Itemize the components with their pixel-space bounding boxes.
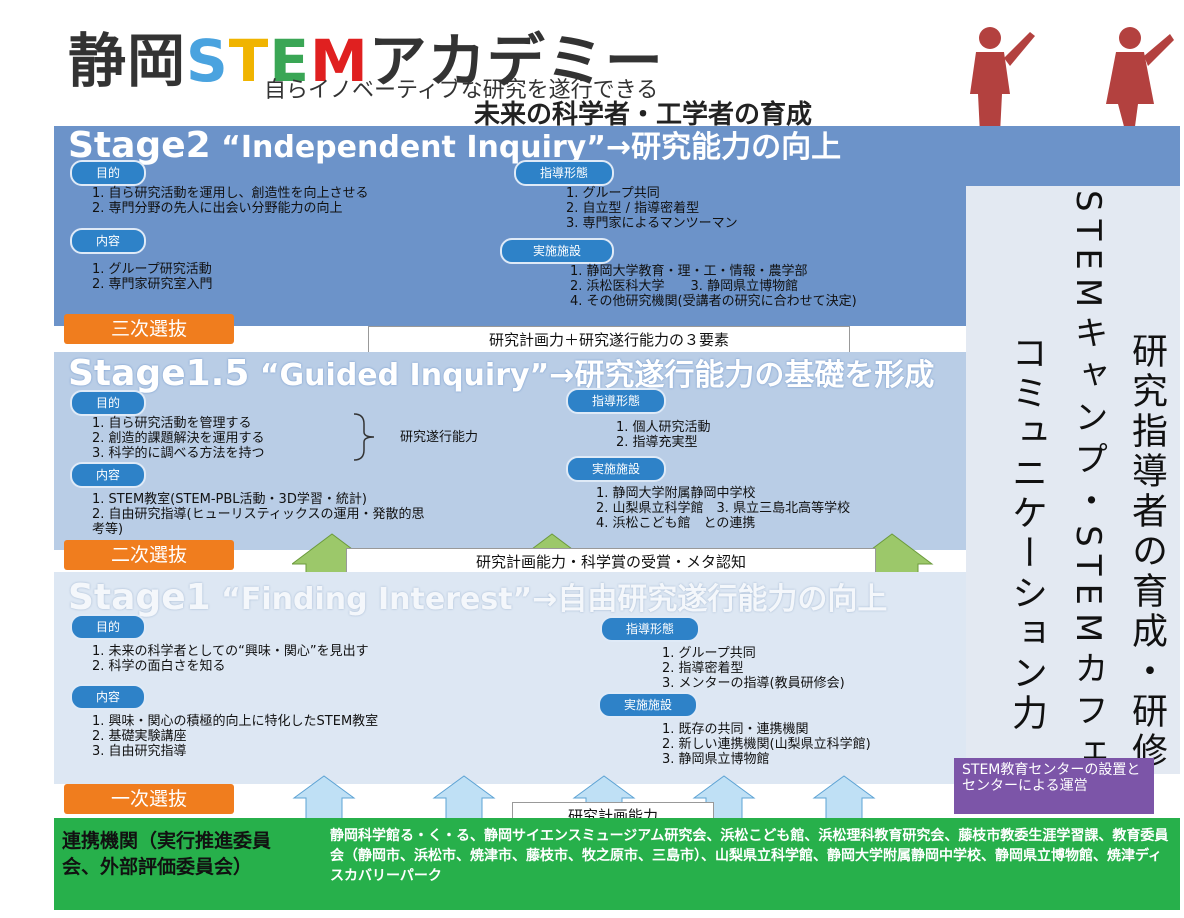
stage15-title: Stage1.5 “Guided Inquiry”→研究遂行能力の基礎を形成 bbox=[68, 353, 935, 394]
stage15-content-pill: 内容 bbox=[70, 462, 146, 488]
center-box: STEM教育センターの設置とセンターによる運営 bbox=[954, 758, 1154, 814]
banner-stage15: 研究計画能力・科学賞の受賞・メタ認知 bbox=[346, 548, 876, 576]
people-silhouette-icon bbox=[970, 27, 1174, 134]
page-title: 静岡STEMアカデミー bbox=[68, 27, 664, 95]
selection-first: 一次選抜 bbox=[64, 784, 234, 814]
side-panel bbox=[966, 186, 1180, 774]
stage2-facility-pill: 実施施設 bbox=[500, 238, 614, 264]
stage15-panel bbox=[54, 352, 1014, 550]
selection-third: 三次選抜 bbox=[64, 314, 234, 344]
stage2-form-pill: 指導形態 bbox=[514, 160, 614, 186]
brace-label: 研究遂行能力 bbox=[400, 430, 479, 445]
brace-icon bbox=[353, 413, 375, 461]
side-col-training: 研究指導者の育成・研修 bbox=[1126, 332, 1167, 772]
stage1-facility-pill: 実施施設 bbox=[598, 692, 698, 718]
stage2-content-pill: 内容 bbox=[70, 228, 146, 254]
stage15-purpose-pill: 目的 bbox=[70, 390, 146, 416]
stage1-title: Stage1 “Finding Interest”→自由研究遂行能力の向上 bbox=[68, 577, 888, 618]
side-col-stem-camp: STEMキャンプ・STEMカフェ bbox=[1068, 190, 1108, 777]
partner-panel bbox=[54, 818, 1180, 910]
side-col-communication: コミュニケーション力 bbox=[1006, 334, 1047, 734]
stage1-form-pill: 指導形態 bbox=[600, 616, 700, 642]
stage1-panel bbox=[54, 572, 1014, 784]
stage1-content-pill: 内容 bbox=[70, 684, 146, 710]
subtitle-line1: 自らイノベーティブな研究を遂行できる bbox=[264, 78, 659, 103]
stage1-purpose-pill: 目的 bbox=[70, 614, 146, 640]
stage15-form-pill: 指導形態 bbox=[566, 388, 666, 414]
stage15-facility-pill: 実施施設 bbox=[566, 456, 666, 482]
stage2-purpose-pill: 目的 bbox=[70, 160, 146, 186]
subtitle-line2: 未来の科学者・工学者の育成 bbox=[474, 100, 813, 130]
light-arrows-icon bbox=[292, 775, 876, 820]
partner-title: 連携機関（実行推進委員会、外部評価委員会） bbox=[62, 830, 272, 878]
stage15-content-list: 1. STEM教室(STEM-PBL活動・3D学習・統計)2. 自由研究指導(ヒ… bbox=[92, 492, 425, 537]
partner-list: 静岡科学館る・く・る、静岡サイエンスミュージアム研究会、浜松こども館、浜松理科教… bbox=[330, 828, 1169, 884]
selection-second: 二次選抜 bbox=[64, 540, 234, 570]
stage2-title: Stage2 “Independent Inquiry”→研究能力の向上 bbox=[68, 125, 842, 166]
